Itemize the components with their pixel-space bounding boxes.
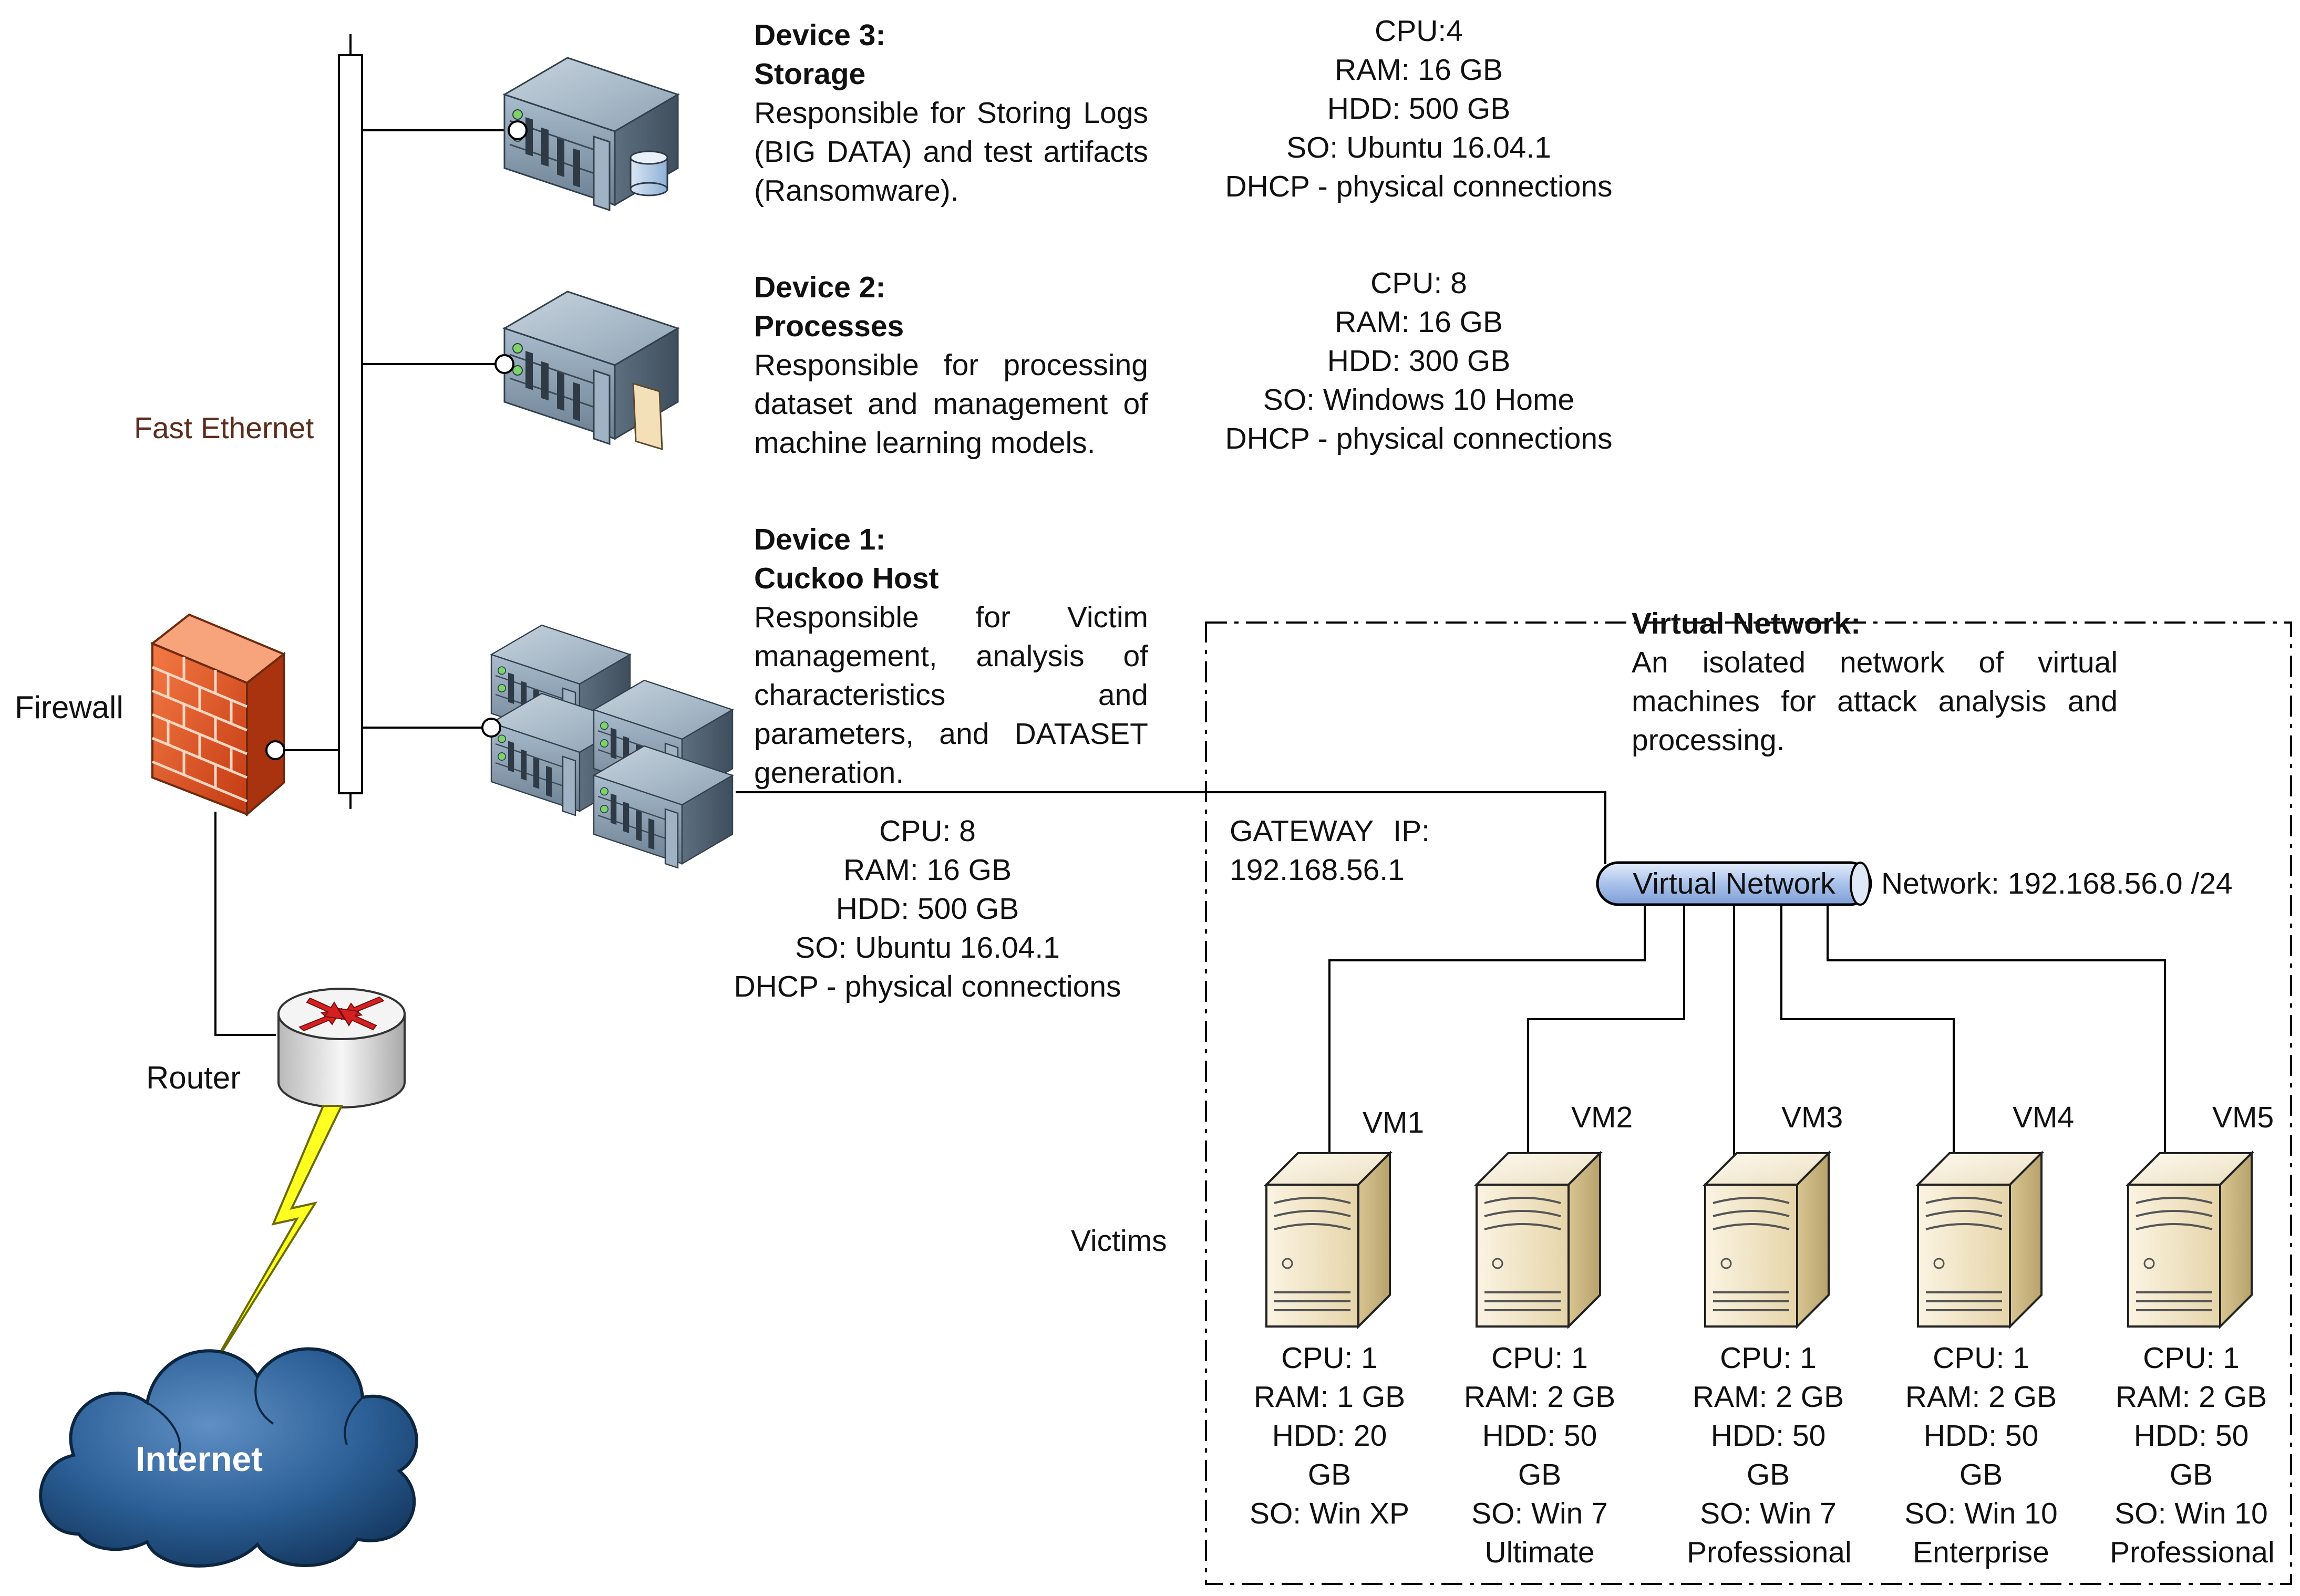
vm3-spec-hdd: HDD: 50 GB <box>1710 1419 1826 1491</box>
vm3-pc-icon <box>1704 1152 1830 1328</box>
device2-spec-os: SO: Windows 10 Home <box>1263 383 1575 417</box>
device2-spec-dhcp: DHCP - physical connections <box>1225 422 1613 455</box>
vm4-spec-cpu: CPU: 1 <box>1933 1341 2029 1375</box>
device3-name: Storage <box>754 57 866 91</box>
vm3-spec-cpu: CPU: 1 <box>1720 1341 1817 1375</box>
device2-spec-cpu: CPU: 8 <box>1370 266 1467 300</box>
victims-label: Victims <box>1071 1224 1167 1258</box>
device3-spec-os: SO: Ubuntu 16.04.1 <box>1286 131 1551 164</box>
vm3-specs: CPU: 1 RAM: 2 GB HDD: 50 GB SO: Win 7 Pr… <box>1687 1339 1852 1572</box>
virtual-network-boundary <box>1205 621 2292 1585</box>
vm3-spec-ram: RAM: 2 GB <box>1692 1380 1844 1414</box>
vm1-spec-hdd: HDD: 20 GB <box>1272 1419 1387 1491</box>
internet-cloud-icon <box>39 1347 418 1568</box>
device3-specs: CPU:4 RAM: 16 GB HDD: 500 GB SO: Ubuntu … <box>1209 12 1629 206</box>
vm3-name: VM3 <box>1781 1101 1843 1134</box>
vm4-spec-ram: RAM: 2 GB <box>1905 1380 2057 1414</box>
vm1-pc-icon <box>1265 1152 1391 1328</box>
vm2-spec-cpu: CPU: 1 <box>1491 1341 1588 1375</box>
fast-ethernet-bus <box>338 34 363 809</box>
network-cidr-label: Network: 192.168.56.0 /24 <box>1881 867 2233 900</box>
vm4-spec-edition: Enterprise <box>1913 1536 2049 1569</box>
vm1-specs: CPU: 1 RAM: 1 GB HDD: 20 GB SO: Win XP <box>1248 1339 1411 1533</box>
vm5-spec-cpu: CPU: 1 <box>2143 1341 2240 1375</box>
bus-connections <box>214 129 1606 1036</box>
device3-description: Responsible for Storing Logs (BIG DATA) … <box>754 96 1148 208</box>
vm4-pc-icon <box>1917 1152 2043 1328</box>
router-label: Router <box>146 1060 241 1095</box>
device1-spec-ram: RAM: 16 GB <box>843 853 1012 887</box>
vm5-specs: CPU: 1 RAM: 2 GB HDD: 50 GB SO: Win 10 P… <box>2110 1339 2275 1572</box>
vm4-name: VM4 <box>2013 1101 2075 1134</box>
vm2-specs: CPU: 1 RAM: 2 GB HDD: 50 GB SO: Win 7 Ul… <box>1458 1339 1621 1572</box>
wireless-link-bolt-icon <box>204 1105 344 1380</box>
vm-connections <box>1328 905 2166 1185</box>
internet-label: Internet <box>136 1439 263 1478</box>
device3-title: Device 3: <box>754 18 886 52</box>
device1-spec-cpu: CPU: 8 <box>879 814 976 848</box>
vm5-pc-icon <box>2127 1152 2253 1328</box>
vm1-spec-ram: RAM: 1 GB <box>1253 1380 1406 1414</box>
virtual-network-title: Virtual Network: <box>1632 607 1861 640</box>
vm4-spec-hdd: HDD: 50 GB <box>1923 1419 2039 1491</box>
virtual-network-switch-icon <box>1596 861 1872 906</box>
vm2-spec-edition: Ultimate <box>1484 1536 1595 1569</box>
vm5-spec-edition: Professional <box>2110 1536 2275 1569</box>
storage-server-icon <box>503 57 679 211</box>
virtual-network-description: An isolated network of virtual machines … <box>1632 646 2118 757</box>
vm5-name: VM5 <box>2212 1101 2274 1134</box>
device1-spec-dhcp: DHCP - physical connections <box>734 970 1121 1003</box>
vm5-spec-hdd: HDD: 50 GB <box>2133 1419 2249 1491</box>
router-icon <box>277 988 406 1108</box>
device3-spec-hdd: HDD: 500 GB <box>1327 92 1511 126</box>
device3-spec-cpu: CPU:4 <box>1375 14 1463 48</box>
cuckoo-host-server-icon <box>481 624 734 869</box>
firewall-label: Firewall <box>15 690 123 725</box>
device2-title: Device 2: <box>754 271 886 304</box>
device1-specs: CPU: 8 RAM: 16 GB HDD: 500 GB SO: Ubuntu… <box>717 812 1138 1006</box>
device3-spec-ram: RAM: 16 GB <box>1335 53 1503 87</box>
device2-spec-hdd: HDD: 300 GB <box>1327 344 1511 378</box>
vm3-spec-edition: Professional <box>1687 1536 1852 1569</box>
vm4-spec-os: SO: Win 10 <box>1904 1497 2058 1530</box>
device1-description: Responsible for Victim management, analy… <box>754 600 1148 790</box>
vm1-name: VM1 <box>1363 1106 1425 1139</box>
vm2-spec-ram: RAM: 2 GB <box>1463 1380 1616 1414</box>
vm1-spec-os: SO: Win XP <box>1249 1497 1410 1530</box>
vm2-name: VM2 <box>1571 1101 1633 1134</box>
vm5-spec-os: SO: Win 10 <box>2115 1497 2268 1530</box>
document-icon <box>632 382 663 451</box>
firewall-icon <box>150 613 286 817</box>
device2-description: Responsible for processing dataset and m… <box>754 348 1148 460</box>
device1-spec-hdd: HDD: 500 GB <box>836 892 1019 926</box>
device3-spec-dhcp: DHCP - physical connections <box>1225 170 1613 203</box>
device1-title: Device 1: <box>754 523 886 556</box>
vm4-specs: CPU: 1 RAM: 2 GB HDD: 50 GB SO: Win 10 E… <box>1900 1339 2062 1572</box>
gateway-ip-value: 192.168.56.1 <box>1230 853 1405 887</box>
device1-name: Cuckoo Host <box>754 562 939 595</box>
database-icon <box>630 150 668 196</box>
device2-specs: CPU: 8 RAM: 16 GB HDD: 300 GB SO: Window… <box>1209 264 1629 458</box>
vm2-pc-icon <box>1476 1152 1601 1328</box>
processing-server-icon <box>494 291 679 451</box>
vm2-spec-os: SO: Win 7 <box>1471 1497 1608 1530</box>
virtual-network-pill-label: Virtual Network <box>1633 867 1835 900</box>
vm2-spec-hdd: HDD: 50 GB <box>1482 1419 1597 1491</box>
device1-spec-os: SO: Ubuntu 16.04.1 <box>795 931 1060 965</box>
gateway-ip-label: GATEWAY IP: <box>1230 814 1430 848</box>
vm5-spec-ram: RAM: 2 GB <box>2115 1380 2267 1414</box>
device2-name: Processes <box>754 309 904 343</box>
vm1-spec-cpu: CPU: 1 <box>1281 1341 1378 1375</box>
vm3-spec-os: SO: Win 7 <box>1700 1497 1837 1530</box>
device2-spec-ram: RAM: 16 GB <box>1335 305 1503 339</box>
fast-ethernet-label: Fast Ethernet <box>134 411 314 445</box>
